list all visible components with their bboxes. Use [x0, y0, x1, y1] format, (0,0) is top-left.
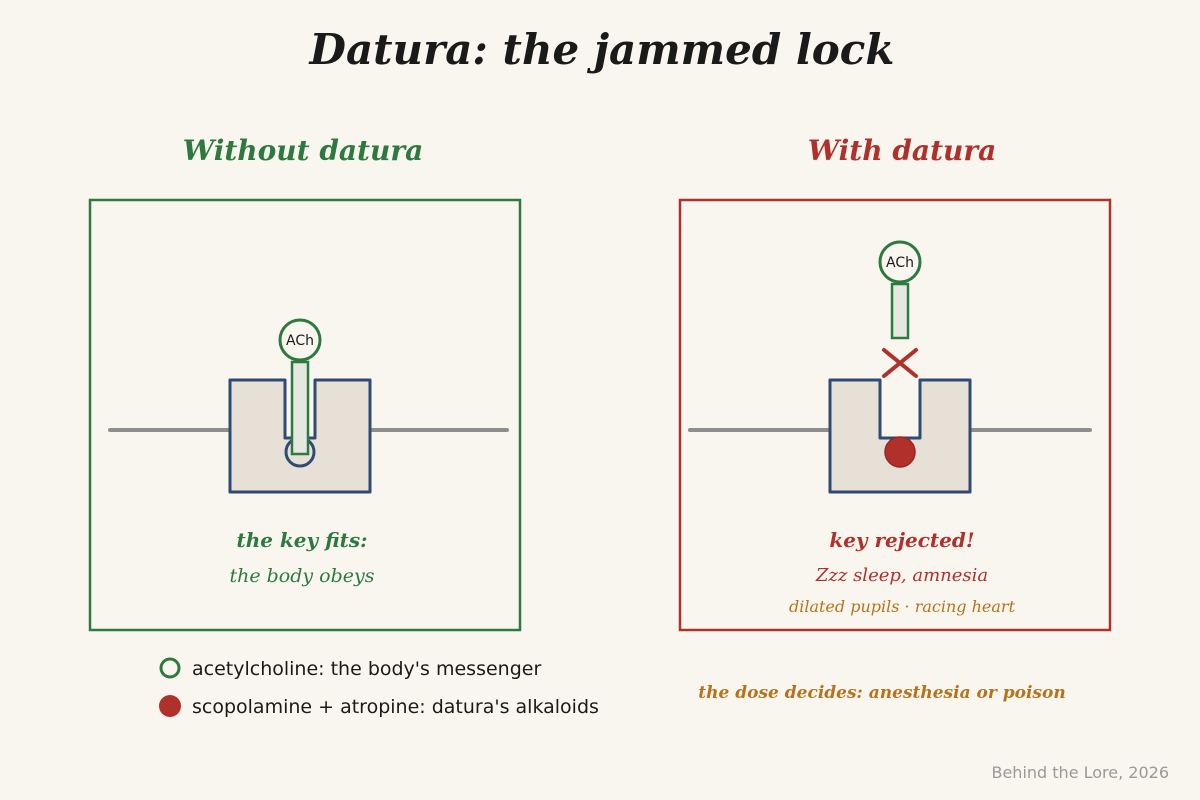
credit-line: Behind the Lore, 2026 — [991, 763, 1169, 782]
blocked-cross-icon — [882, 348, 918, 378]
caption-sub-right: Zzz sleep, amnesia — [815, 565, 988, 586]
panel-with-datura: With datura ACh key rejected! Zzz sleep,… — [678, 134, 1112, 632]
filled-circle-icon — [159, 695, 181, 717]
ach-circle-icon — [878, 240, 922, 284]
ach-key-stem-left — [290, 360, 310, 456]
legend-item-acetylcholine: acetylcholine: the body's messenger — [159, 657, 541, 680]
ach-circle-icon — [278, 318, 322, 362]
legend-label-acetylcholine: acetylcholine: the body's messenger — [192, 658, 541, 680]
ach-molecule-left: ACh — [278, 318, 322, 362]
receptor-lock-right — [828, 378, 972, 494]
ach-label-left: ACh — [286, 333, 314, 349]
legend: acetylcholine: the body's messenger scop… — [159, 657, 599, 718]
diagram-title: Datura: the jammed lock — [309, 25, 895, 74]
caption-sub-left: the body obeys — [229, 565, 374, 587]
caption-main-left: the key fits: — [236, 528, 367, 552]
caption-main-right: key rejected! — [829, 528, 974, 552]
alkaloid-blocker-dot — [884, 436, 916, 468]
panel-frame-right — [678, 198, 1112, 632]
receptor-lock-left — [228, 378, 372, 494]
ach-label-right: ACh — [886, 255, 914, 271]
panel-heading-without: Without datura — [183, 134, 424, 167]
legend-label-alkaloids: scopolamine + atropine: datura's alkaloi… — [192, 696, 599, 718]
panel-frame-left — [88, 198, 522, 632]
open-circle-icon — [159, 657, 181, 679]
ach-key-stem-right — [890, 282, 910, 340]
legend-item-alkaloids: scopolamine + atropine: datura's alkaloi… — [159, 695, 599, 718]
dose-note: the dose decides: anesthesia or poison — [698, 683, 1065, 703]
ach-molecule-right: ACh — [878, 240, 922, 284]
panel-heading-with: With datura — [808, 134, 997, 167]
caption-effects-right: dilated pupils · racing heart — [789, 597, 1016, 616]
panel-without-datura: Without datura ACh the key fits: the bod… — [88, 134, 522, 632]
